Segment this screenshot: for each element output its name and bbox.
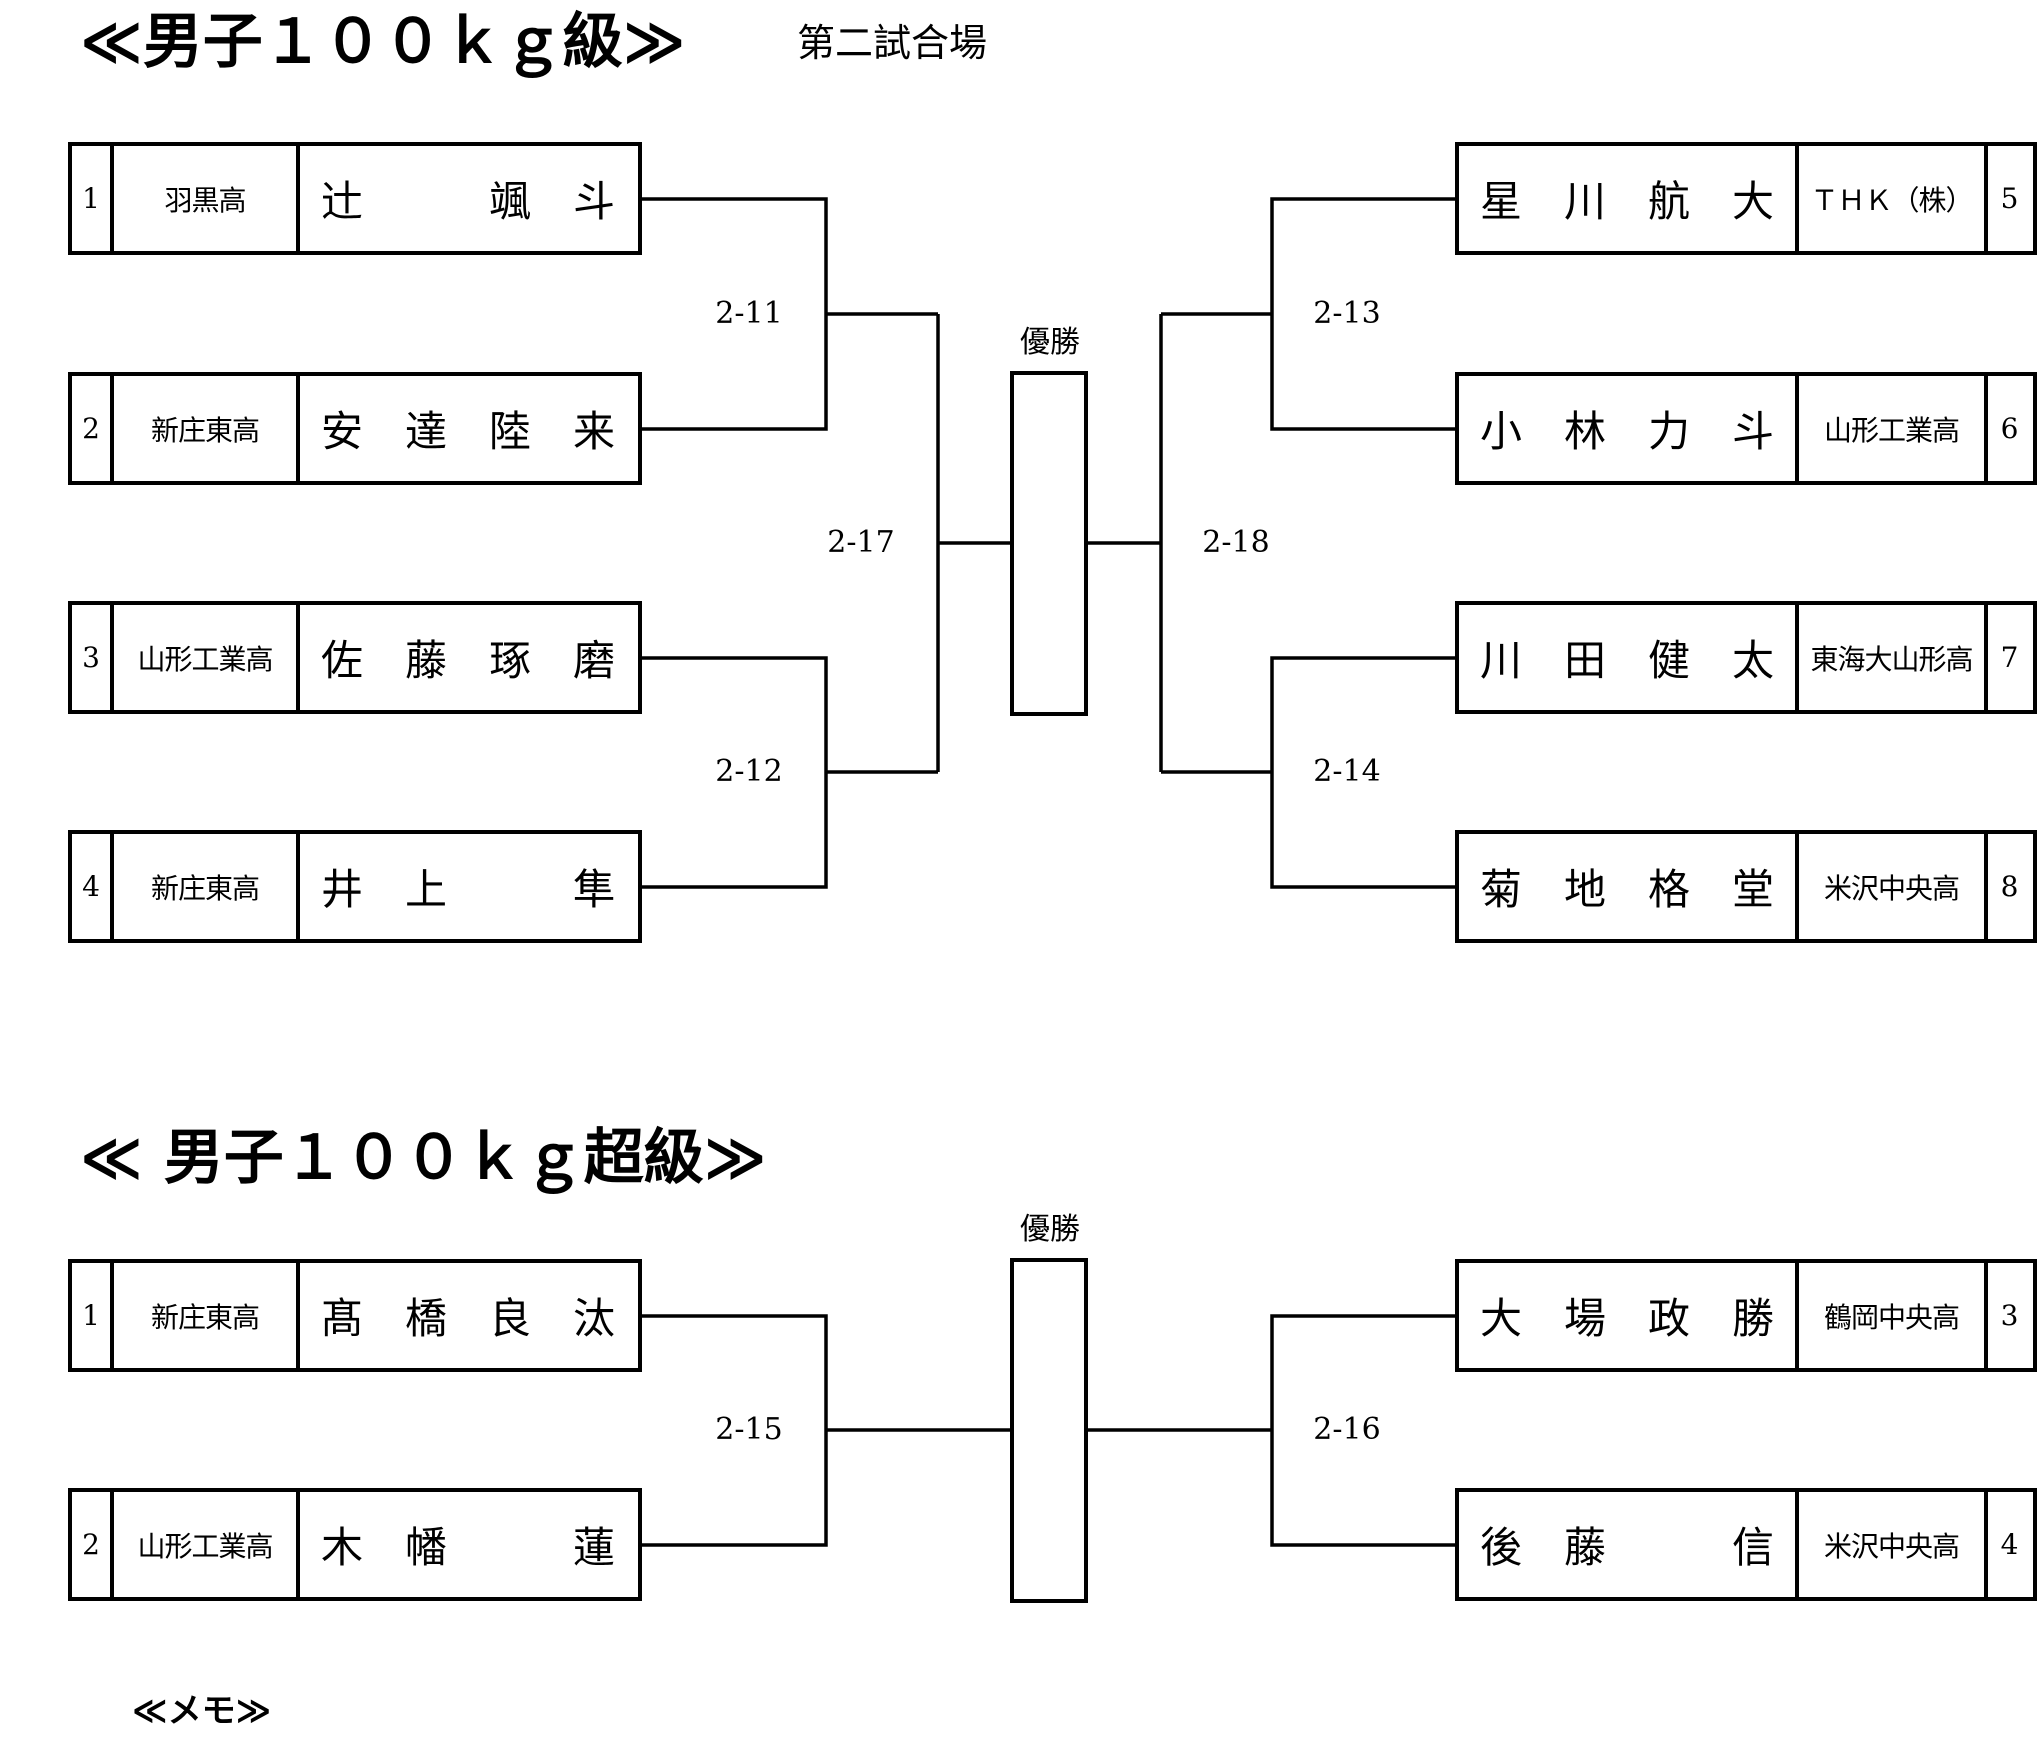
seed-number: 8 bbox=[2000, 870, 2019, 903]
school-name: 鶴岡中央高 bbox=[1799, 1263, 1988, 1368]
entry-right: 大 場 政 勝 鶴岡中央高 3 bbox=[1455, 1259, 2037, 1372]
school-name: 米沢中央高 bbox=[1799, 1492, 1988, 1597]
school-name: 山形工業高 bbox=[114, 605, 300, 710]
player-name: 髙 橋 良 汰 bbox=[320, 1294, 615, 1343]
school-name: 山形工業高 bbox=[114, 1492, 300, 1597]
seed-number: 1 bbox=[72, 1263, 114, 1368]
player-name: 川 田 健 太 bbox=[1459, 605, 1799, 710]
school-name: 新庄東高 bbox=[114, 1263, 300, 1368]
champion-box bbox=[1010, 371, 1088, 716]
school-name: 東海大山形高 bbox=[1799, 605, 1988, 710]
match-label: 2-18 bbox=[1202, 525, 1270, 560]
seed-number: 3 bbox=[72, 605, 114, 710]
champion-label: 優勝 bbox=[1020, 1212, 1080, 1247]
match-label: 2-12 bbox=[715, 754, 783, 789]
seed-number: 3 bbox=[2000, 1299, 2019, 1332]
seed-number: 6 bbox=[2000, 412, 2019, 445]
match-label: 2-16 bbox=[1313, 1412, 1381, 1447]
entry-right: 川 田 健 太 東海大山形高 7 bbox=[1455, 601, 2037, 714]
player-name: 星 川 航 大 bbox=[1459, 146, 1799, 251]
school-name: 山形工業高 bbox=[1799, 376, 1988, 481]
player-name: 安 達 陸 来 bbox=[320, 407, 615, 456]
entry-left: 2 新庄東高 安 達 陸 来 bbox=[68, 372, 642, 485]
seed-number: 1 bbox=[72, 146, 114, 251]
player-name: 大 場 政 勝 bbox=[1459, 1263, 1799, 1368]
player-name: 後 藤 信 bbox=[1459, 1492, 1799, 1597]
entry-right: 後 藤 信 米沢中央高 4 bbox=[1455, 1488, 2037, 1601]
match-label: 2-17 bbox=[827, 525, 895, 560]
school-name: 米沢中央高 bbox=[1799, 834, 1988, 939]
entry-right: 小 林 力 斗 山形工業高 6 bbox=[1455, 372, 2037, 485]
seed-number: 4 bbox=[2000, 1528, 2019, 1561]
player-name: 小 林 力 斗 bbox=[1459, 376, 1799, 481]
player-name: 辻 颯 斗 bbox=[320, 177, 615, 226]
memo-label: ≪メモ≫ bbox=[132, 1691, 272, 1731]
seed-number: 2 bbox=[72, 1492, 114, 1597]
entry-left: 1 羽黒高 辻 颯 斗 bbox=[68, 142, 642, 255]
match-label: 2-13 bbox=[1313, 296, 1381, 331]
seed-number: 7 bbox=[2000, 641, 2019, 674]
division-title-100kg: ≪男子１００ｋｇ級≫ bbox=[80, 7, 686, 77]
entry-left: 4 新庄東高 井 上 隼 bbox=[68, 830, 642, 943]
seed-number: 5 bbox=[2000, 182, 2019, 215]
venue-label: 第二試合場 bbox=[797, 21, 988, 65]
player-name: 井 上 隼 bbox=[320, 865, 615, 914]
match-label: 2-14 bbox=[1313, 754, 1381, 789]
player-name: 佐 藤 琢 磨 bbox=[320, 636, 615, 685]
entry-left: 2 山形工業高 木 幡 蓮 bbox=[68, 1488, 642, 1601]
player-name: 菊 地 格 堂 bbox=[1459, 834, 1799, 939]
entry-right: 菊 地 格 堂 米沢中央高 8 bbox=[1455, 830, 2037, 943]
champion-box bbox=[1010, 1258, 1088, 1603]
entry-right: 星 川 航 大 ＴＨＫ（株） 5 bbox=[1455, 142, 2037, 255]
school-name: 新庄東高 bbox=[114, 834, 300, 939]
seed-number: 2 bbox=[72, 376, 114, 481]
entry-left: 1 新庄東高 髙 橋 良 汰 bbox=[68, 1259, 642, 1372]
champion-label: 優勝 bbox=[1020, 325, 1080, 360]
school-name: 新庄東高 bbox=[114, 376, 300, 481]
division-title-over-100kg: ≪ 男子１００ｋｇ超級≫ bbox=[80, 1123, 767, 1193]
school-name: ＴＨＫ（株） bbox=[1799, 146, 1988, 251]
match-label: 2-11 bbox=[715, 296, 783, 331]
school-name: 羽黒高 bbox=[114, 146, 300, 251]
seed-number: 4 bbox=[72, 834, 114, 939]
player-name: 木 幡 蓮 bbox=[320, 1523, 615, 1572]
match-label: 2-15 bbox=[715, 1412, 783, 1447]
entry-left: 3 山形工業高 佐 藤 琢 磨 bbox=[68, 601, 642, 714]
